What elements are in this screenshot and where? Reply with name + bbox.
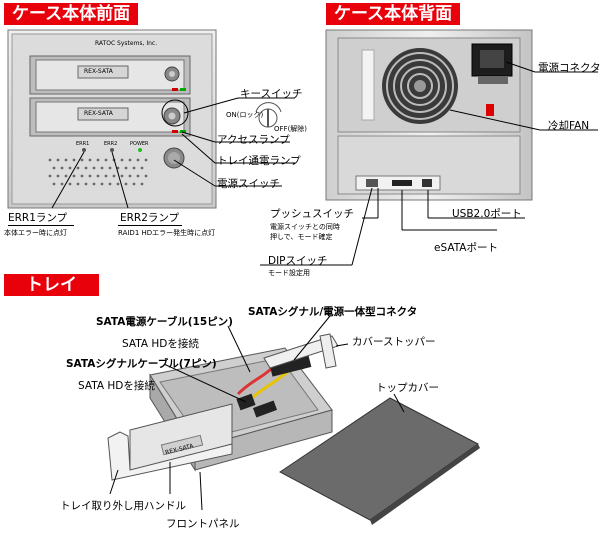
- err2-desc: RAID1 HDエラー発生時に点灯: [118, 229, 216, 237]
- tray2-badge: REX-SATA: [84, 110, 113, 117]
- err1-underline: [8, 225, 74, 226]
- power-switch-label: 電源スイッチ: [217, 178, 280, 190]
- combo-connector-label: SATAシグナル/電源一体型コネクタ: [248, 306, 418, 318]
- err2-underline: [118, 225, 182, 226]
- sata-signal-desc: SATA HDを接続: [78, 380, 155, 392]
- sata-power-desc: SATA HDを接続: [122, 338, 199, 350]
- top-cover-label: トップカバー: [376, 382, 439, 394]
- sata-signal-cable-label: SATAシグナルケーブル(7ピン): [66, 358, 217, 370]
- led-err1-text: ERR1: [76, 141, 90, 147]
- brand-label: RATOC Systems, Inc.: [95, 40, 158, 47]
- key-switch-icon: [255, 102, 282, 128]
- tray-power-lamp-label: トレイ通電ランプ: [217, 155, 301, 167]
- esata-port-label: eSATAポート: [434, 242, 498, 254]
- sata-power-cable-label: SATA電源ケーブル(15ピン): [96, 316, 233, 328]
- handle-label: トレイ取り外し用ハンドル: [60, 500, 186, 512]
- tray-header: トレイ: [4, 274, 99, 296]
- access-lamp-label: アクセスランプ: [217, 134, 290, 146]
- push-desc-line1: 電源スイッチとの同時: [270, 223, 340, 231]
- push-desc-line2: 押しで、モード確定: [270, 233, 333, 241]
- usb-port-label: USB2.0ポート: [452, 208, 522, 220]
- front-panel-label: フロントパネル: [166, 518, 240, 530]
- dip-desc: モード設定用: [268, 269, 310, 277]
- front-case: [7, 29, 217, 209]
- back-case: [325, 29, 533, 201]
- tray1-badge: REX-SATA: [84, 68, 113, 75]
- key-on-label: ON(ロック): [226, 111, 264, 119]
- front-header: ケース本体前面: [4, 3, 139, 25]
- cover-stopper-label: カバーストッパー: [352, 336, 436, 348]
- led-err2-text: ERR2: [104, 141, 118, 147]
- back-header: ケース本体背面: [326, 3, 461, 25]
- led-power-text: POWER: [130, 141, 149, 147]
- push-switch-label: プッシュスイッチ: [270, 208, 354, 220]
- cooling-fan-label: 冷却FAN: [548, 120, 590, 132]
- err2-label: ERR2ランプ: [120, 212, 180, 224]
- key-switch-label: キースイッチ: [240, 88, 303, 100]
- tray-drawing: [107, 333, 480, 525]
- dip-switch-label: DIPスイッチ: [268, 255, 328, 267]
- err1-label: ERR1ランプ: [8, 212, 68, 224]
- power-connector-label: 電源コネクタ: [538, 62, 600, 74]
- key-off-label: OFF(解除): [274, 125, 308, 133]
- err1-desc: 本体エラー時に点灯: [4, 229, 67, 237]
